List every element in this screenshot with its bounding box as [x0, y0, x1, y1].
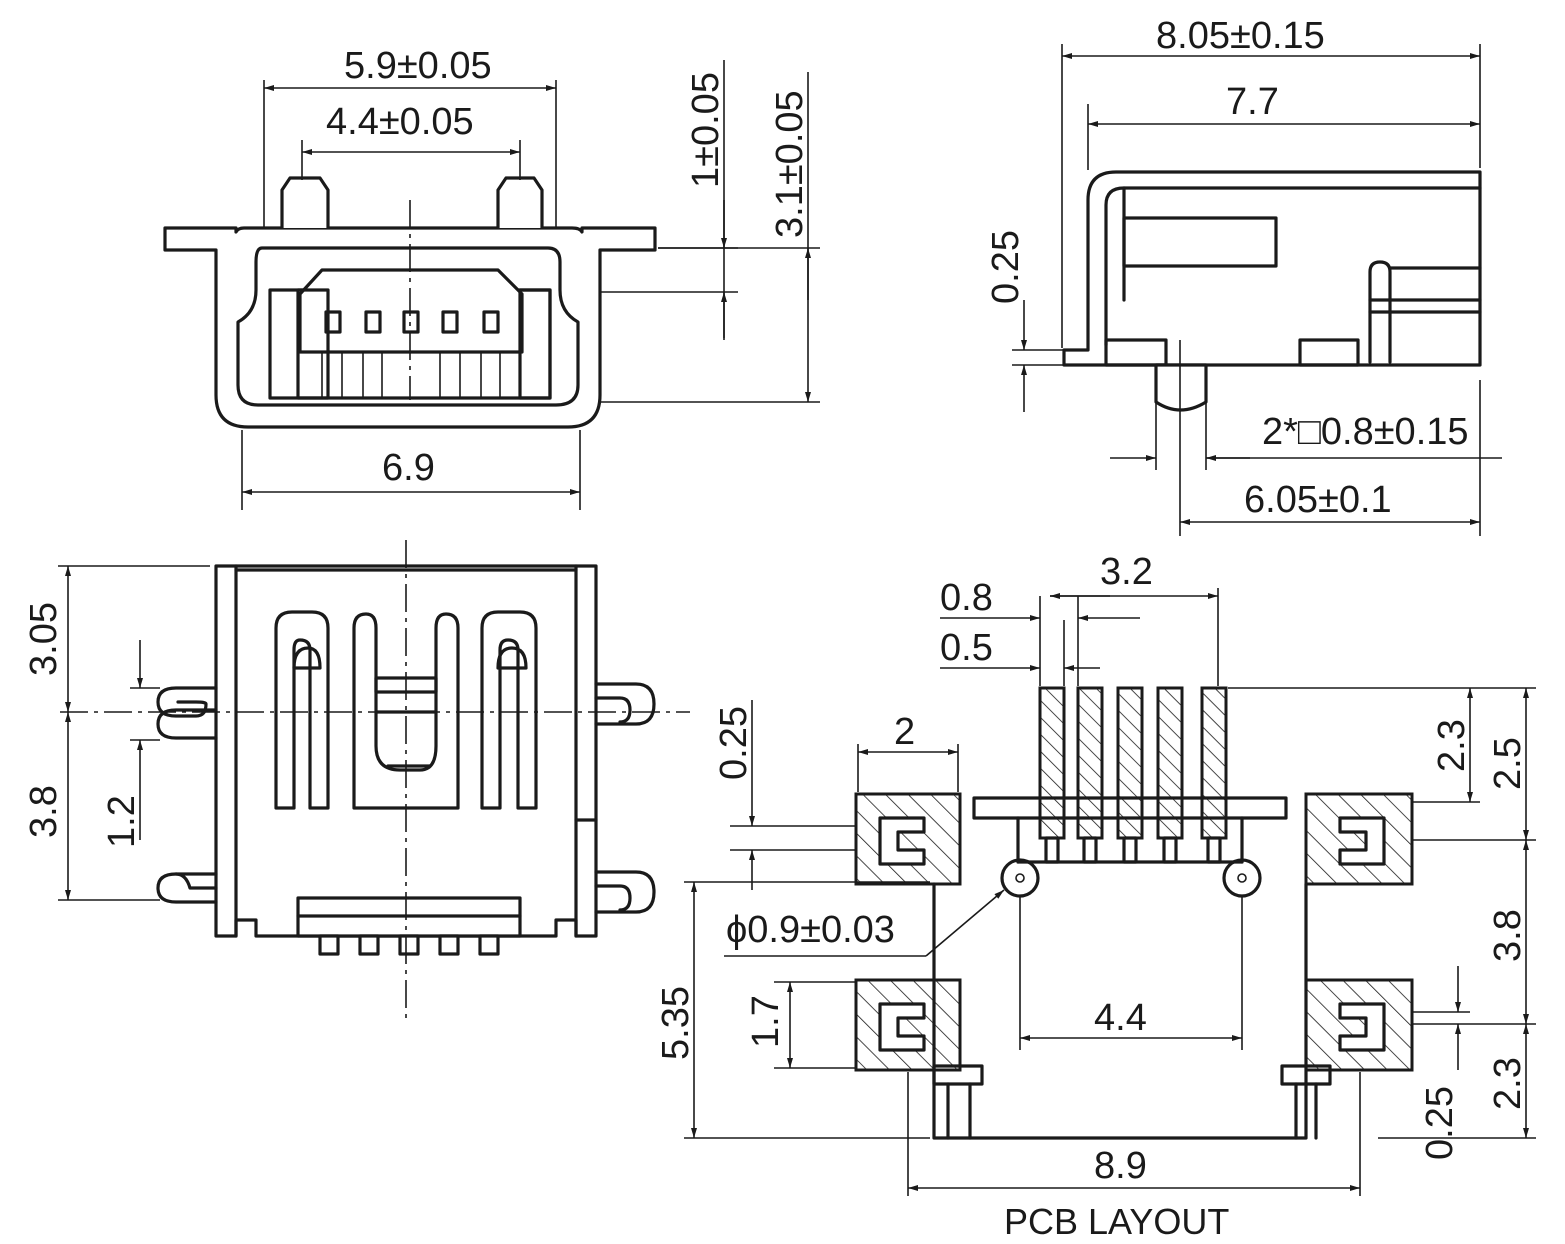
dim-front-width-outer: 5.9±0.05 [344, 45, 492, 87]
dim-pcb-hole: ϕ0.9±0.03 [726, 909, 895, 951]
side-slot [1122, 216, 1278, 268]
dim-pcb-pad-top: 0.25 [713, 706, 755, 780]
dim-pcb-right-gap: 0.25 [1419, 1086, 1461, 1160]
dim-pcb-lower-pad: 1.7 [745, 995, 787, 1048]
dim-pcb-left-height: 5.35 [655, 986, 697, 1060]
dim-pcb-pad-pitch: 0.8 [940, 577, 993, 619]
dim-pcb-pad-width: 0.5 [940, 627, 993, 669]
top-view: 3.05 3.8 1.2 [23, 540, 690, 1020]
top-tab-right-upper [594, 682, 656, 726]
front-peg-left [280, 176, 330, 228]
side-shell [1062, 170, 1482, 367]
dim-side-length-body: 7.7 [1226, 81, 1279, 123]
dim-front-height-total: 3.1±0.05 [769, 90, 811, 238]
pcb-layout-title: PCB LAYOUT [1004, 1201, 1229, 1242]
dim-top-lower: 3.8 [23, 785, 65, 838]
side-view: 8.05±0.15 7.7 0.25 2*□0.8±0.15 6.05±0.1 [985, 15, 1502, 536]
top-tab-left-upper-b [156, 708, 218, 740]
dim-pcb-pitch-span: 3.2 [1100, 551, 1153, 593]
dim-side-peg: 2*□0.8±0.15 [1262, 411, 1469, 453]
pcb-signal-pads [1038, 686, 1228, 864]
top-pins [318, 934, 500, 956]
front-outline [163, 226, 657, 429]
front-opening [236, 246, 580, 407]
top-spring-center [352, 612, 460, 810]
side-peg [1154, 363, 1208, 412]
front-view: 5.9±0.05 4.4±0.05 6.9 1±0.05 3.1±0.05 [163, 45, 820, 510]
top-tab-right-lower [594, 870, 656, 914]
dim-pcb-hole-spacing: 4.4 [1094, 997, 1147, 1039]
dim-pcb-right-mid: 3.8 [1487, 909, 1529, 962]
front-pin-slots [296, 288, 552, 400]
pcb-holes [1000, 858, 1262, 898]
top-tab-left-lower [156, 872, 218, 904]
dim-front-height-small: 1±0.05 [685, 72, 727, 188]
dim-front-width-inner: 4.4±0.05 [326, 101, 474, 143]
top-spring-left [274, 610, 330, 810]
dim-top-slot: 1.2 [101, 795, 143, 848]
dim-side-peg-offset: 6.05±0.1 [1244, 479, 1392, 521]
pcb-mount-pads [854, 792, 1414, 1072]
top-tab-left-upper [156, 686, 218, 718]
dim-pcb-total-width: 8.9 [1094, 1145, 1147, 1187]
dim-side-thickness: 0.25 [985, 230, 1027, 304]
dim-top-upper: 3.05 [23, 602, 65, 676]
dim-front-width-body: 6.9 [382, 447, 435, 489]
dim-pcb-mount-pad: 2 [894, 711, 915, 753]
dim-pcb-right-lower: 2.3 [1487, 1057, 1529, 1110]
top-spring-right [480, 610, 538, 810]
dim-pcb-right-total: 2.5 [1487, 737, 1529, 790]
pcb-layout: 3.2 0.8 0.5 2 0.25 ϕ0.9±0.03 4.4 5.35 [655, 551, 1536, 1242]
dim-pcb-right-upper: 2.3 [1431, 719, 1473, 772]
dim-side-length-total: 8.05±0.15 [1156, 15, 1325, 57]
front-peg-right [496, 176, 544, 228]
